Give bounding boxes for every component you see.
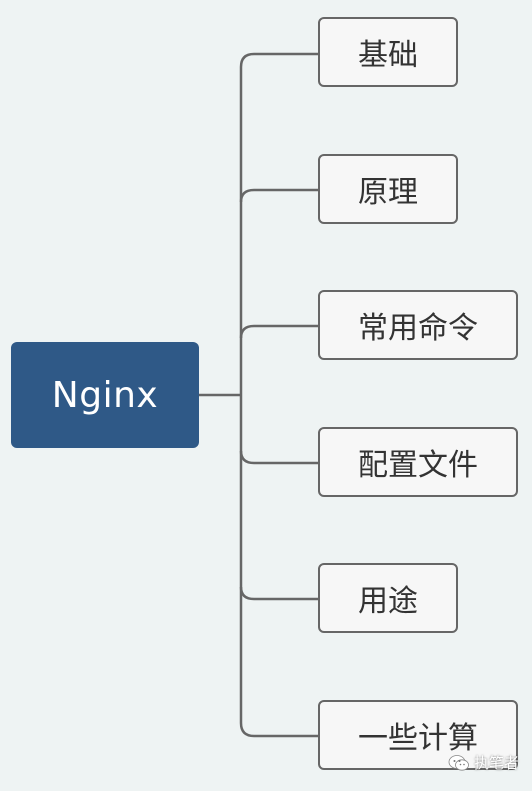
root-node: Nginx [11,342,199,448]
branch-node-6: 一些计算 [318,700,518,770]
branch-node-2: 原理 [318,154,458,224]
branch-label: 配置文件 [358,448,478,483]
branch-connector-3 [239,324,318,339]
branch-connector-1 [239,52,318,68]
branch-connector-5 [239,586,318,601]
branch-label: 基础 [358,38,418,73]
branch-node-5: 用途 [318,563,458,633]
branch-connector-2 [239,188,318,203]
branch-connector-6 [239,722,318,738]
branch-node-1: 基础 [318,17,458,87]
branch-label: 常用命令 [358,311,478,346]
branch-label: 一些计算 [358,721,478,756]
root-label: Nginx [51,374,159,416]
branch-node-4: 配置文件 [318,427,518,497]
branch-connector-4 [239,450,318,465]
branch-label: 原理 [358,175,418,210]
branch-label: 用途 [358,584,418,619]
watermark-text: 执笔者 [474,754,520,772]
branch-node-3: 常用命令 [318,290,518,360]
watermark: 执笔者 [448,752,519,773]
wechat-icon [448,754,470,772]
